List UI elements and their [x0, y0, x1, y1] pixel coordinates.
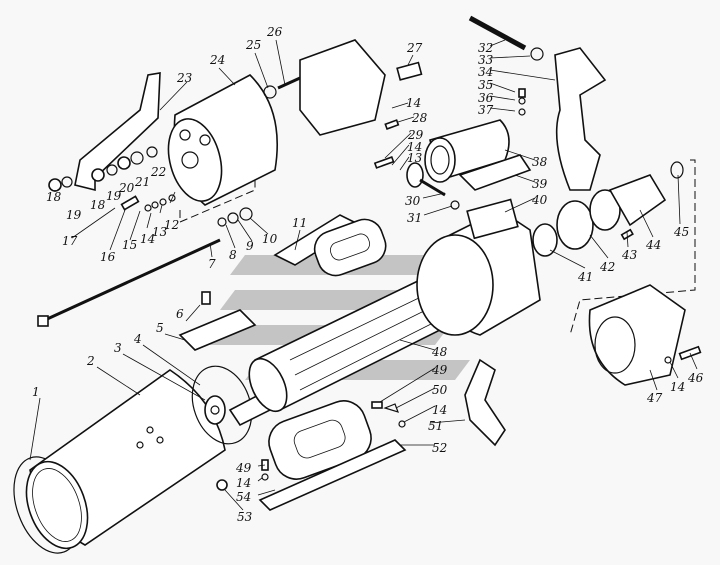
callout-18: 18 [90, 198, 106, 212]
callout-27: 27 [406, 41, 423, 55]
callout-9: 9 [246, 239, 254, 253]
callout-12: 12 [164, 218, 179, 232]
callout-14: 14 [140, 232, 155, 246]
callout-39: 39 [532, 177, 548, 191]
callout-37: 37 [478, 103, 494, 117]
callout-23: 23 [176, 71, 193, 85]
callout-14: 14 [670, 380, 685, 394]
callout-17: 17 [62, 234, 78, 248]
leader-lines [29, 39, 698, 511]
callout-28: 28 [411, 111, 428, 125]
callout-49: 49 [235, 461, 252, 475]
callout-26: 26 [266, 25, 283, 39]
callout-16: 16 [100, 250, 116, 264]
part-fasteners-left [48, 146, 176, 212]
part-end-cap [167, 74, 278, 206]
callout-25: 25 [245, 38, 261, 52]
callout-7: 7 [208, 257, 216, 271]
callout-6: 6 [176, 307, 184, 321]
callout-31: 31 [407, 211, 422, 225]
callout-11: 11 [292, 216, 307, 230]
callout-5: 5 [156, 321, 164, 335]
part-field-coil-bottom [258, 400, 407, 511]
callout-38: 38 [532, 155, 548, 169]
callout-49: 49 [431, 363, 448, 377]
callout-14: 14 [406, 96, 421, 110]
callout-53: 53 [237, 510, 253, 524]
callout-19: 19 [106, 189, 122, 203]
callout-40: 40 [531, 193, 548, 207]
callout-36: 36 [478, 91, 494, 105]
callout-29: 29 [407, 128, 424, 142]
part-field-coil-top [273, 214, 387, 277]
callout-32: 32 [478, 41, 493, 55]
callout-14: 14 [432, 403, 447, 417]
callout-3: 3 [114, 341, 122, 355]
callout-34: 34 [478, 65, 493, 79]
callout-10: 10 [262, 232, 278, 246]
part-solenoid [424, 119, 532, 191]
callout-45: 45 [673, 225, 689, 239]
callout-24: 24 [209, 53, 225, 67]
callout-47: 47 [646, 391, 663, 405]
callout-14: 14 [236, 476, 251, 490]
callout-8: 8 [229, 248, 237, 262]
callout-54: 54 [236, 490, 251, 504]
callout-21: 21 [134, 175, 150, 189]
callout-1: 1 [32, 385, 40, 399]
callout-41: 41 [577, 270, 593, 284]
part-drive-housing [416, 198, 541, 336]
callout-18: 18 [46, 190, 62, 204]
part-armature [228, 279, 452, 427]
callout-22: 22 [150, 165, 166, 179]
callout-19: 19 [66, 208, 82, 222]
part-housing [25, 369, 226, 550]
callout-20: 20 [118, 181, 135, 195]
callout-30: 30 [405, 194, 421, 208]
callout-2: 2 [86, 354, 95, 368]
callout-44: 44 [645, 238, 661, 252]
callout-43: 43 [621, 248, 638, 262]
callout-51: 51 [428, 419, 443, 433]
callout-14: 14 [407, 140, 422, 154]
callout-42: 42 [599, 260, 615, 274]
callout-46: 46 [687, 371, 704, 385]
callout-52: 52 [432, 441, 447, 455]
callout-13: 13 [152, 225, 168, 239]
callout-15: 15 [122, 238, 137, 252]
callout-labels: 1 2 3 4 5 6 7 8 9 10 11 12 13 14 15 16 1… [32, 25, 704, 524]
callout-13: 13 [407, 151, 423, 165]
callout-4: 4 [133, 332, 142, 346]
callout-33: 33 [478, 53, 494, 67]
callout-50: 50 [432, 383, 448, 397]
callout-48: 48 [431, 345, 448, 359]
callout-35: 35 [478, 78, 493, 92]
